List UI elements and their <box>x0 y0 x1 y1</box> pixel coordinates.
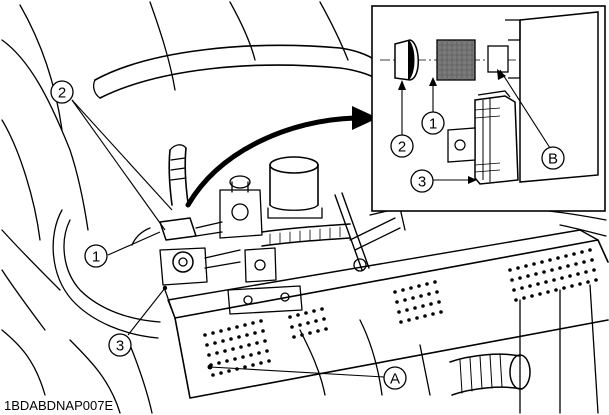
svg-text:2: 2 <box>58 85 66 102</box>
svg-text:3: 3 <box>418 174 426 191</box>
figure-code: 1BDABDNAP007E <box>4 398 113 413</box>
callout-inset-b: B <box>541 146 565 170</box>
callout-inset-1: 1 <box>421 111 445 135</box>
detail-arrow <box>185 106 378 208</box>
leader-arrowheads <box>398 69 506 184</box>
callout-inset-3: 3 <box>410 169 434 193</box>
detail-inset <box>371 5 606 212</box>
svg-text:1: 1 <box>92 249 100 266</box>
callout-inset-2: 2 <box>390 134 414 158</box>
svg-text:1: 1 <box>429 116 437 133</box>
callouts: 2 1 3 A 1 2 3 B <box>50 80 565 390</box>
leader-dots <box>162 285 213 370</box>
svg-text:B: B <box>548 151 558 168</box>
svg-text:2: 2 <box>398 139 406 156</box>
callout-main-1: 1 <box>84 244 108 268</box>
callout-main-3: 3 <box>108 333 132 357</box>
svg-text:3: 3 <box>116 338 124 355</box>
shield-perforations <box>203 248 598 377</box>
callout-main-2: 2 <box>50 80 74 104</box>
svg-text:A: A <box>390 371 400 388</box>
callout-main-a: A <box>383 366 407 390</box>
